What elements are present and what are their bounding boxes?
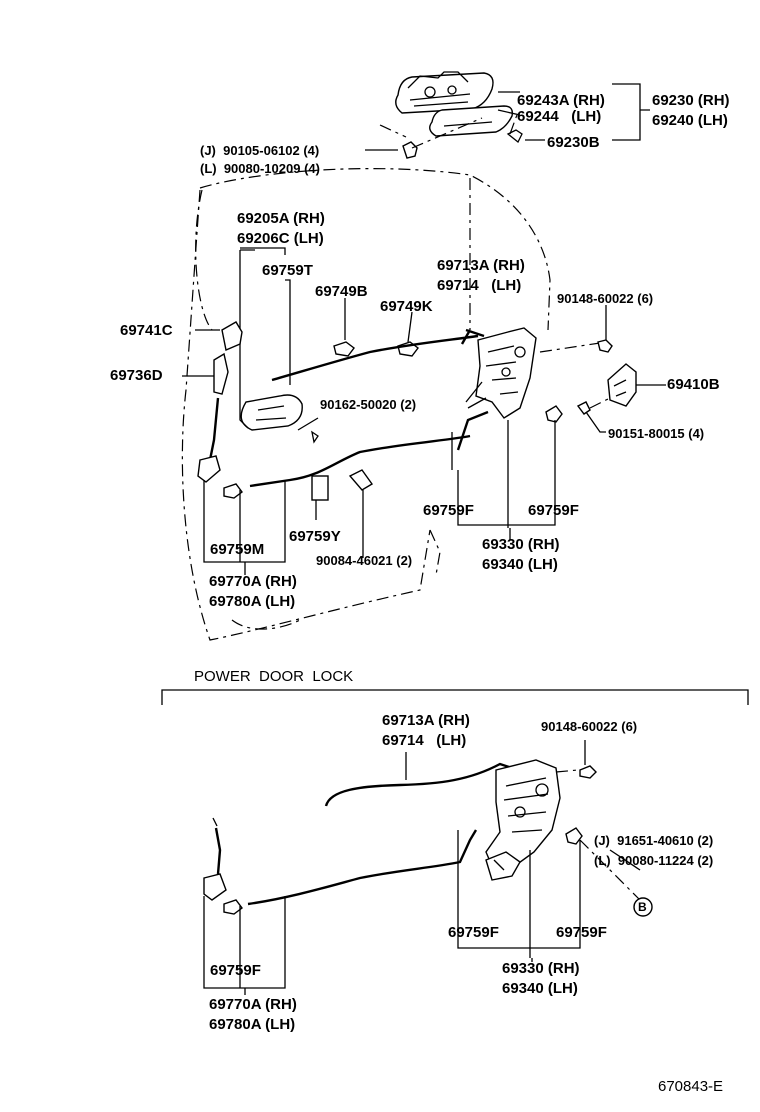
section-title: POWER DOOR LOCK (194, 668, 354, 685)
label-69340-bot: 69340 (LH) (502, 980, 578, 997)
label-69759F-e: 69759F (210, 962, 261, 979)
label-69330-top: 69330 (RH) (482, 536, 560, 553)
label-69749B: 69749B (315, 283, 368, 300)
label-90151: 90151-80015 (4) (608, 426, 705, 441)
door-outline (181, 167, 551, 641)
label-69759M: 69759M (210, 541, 265, 558)
label-69714-bot: 69714 (LH) (382, 732, 467, 749)
section-bracket (161, 689, 749, 705)
callout-b-circle (633, 897, 653, 917)
label-69759T: 69759T (262, 262, 313, 279)
power-lock-actuator-assembly (485, 759, 561, 881)
label-69780A-top: 69780A (LH) (209, 593, 296, 610)
label-90148-top: 90148-60022 (6) (557, 291, 654, 306)
label-69770A-bot: 69770A (RH) (209, 996, 297, 1013)
label-69206C: 69206C (LH) (237, 230, 324, 247)
label-90162: 90162-50020 (2) (320, 397, 417, 412)
handle-bolt (402, 129, 523, 159)
label-69243A: 69243A (RH) (517, 92, 605, 109)
label-69205A: 69205A (RH) (237, 210, 325, 227)
label-69759F-d: 69759F (556, 924, 607, 941)
label-69330-bot: 69330 (RH) (502, 960, 580, 977)
label-69749K: 69749K (380, 298, 433, 315)
label-91651: (J) 91651-40610 (2) (594, 833, 714, 848)
label-90105: (J) 90105-06102 (4) (200, 143, 320, 158)
label-90080-b: (L) 90080-11224 (2) (594, 853, 714, 868)
lock-knob (221, 321, 243, 351)
callout-b-label: B (638, 900, 647, 914)
label-69713A-top: 69713A (RH) (437, 257, 525, 274)
label-69714-top: 69714 (LH) (437, 277, 522, 294)
label-69759F-a: 69759F (423, 502, 474, 519)
label-69759Y: 69759Y (289, 528, 341, 545)
label-69713A-bot: 69713A (RH) (382, 712, 470, 729)
label-90080-a: (L) 90080-10209 (4) (200, 161, 320, 176)
door-lock-assembly (465, 327, 537, 419)
label-69780A-bot: 69780A (LH) (209, 1016, 296, 1033)
label-90084: 90084-46021 (2) (316, 553, 413, 568)
label-69340-top: 69340 (LH) (482, 556, 558, 573)
label-69240: 69240 (LH) (652, 112, 728, 129)
label-69759F-b: 69759F (528, 502, 579, 519)
outside-door-handle (395, 71, 514, 137)
label-69741C: 69741C (120, 322, 173, 339)
label-90148-bot: 90148-60022 (6) (541, 719, 638, 734)
label-69410B: 69410B (667, 376, 720, 393)
figure-code: 670843-E (658, 1078, 724, 1095)
label-69759F-c: 69759F (448, 924, 499, 941)
label-69244: 69244 (LH) (517, 108, 602, 125)
label-69736D: 69736D (110, 367, 163, 384)
label-69770A-top: 69770A (RH) (209, 573, 297, 590)
door-striker (607, 363, 637, 407)
label-69230B: 69230B (547, 134, 600, 151)
label-69230: 69230 (RH) (652, 92, 730, 109)
inside-handle (240, 394, 303, 431)
